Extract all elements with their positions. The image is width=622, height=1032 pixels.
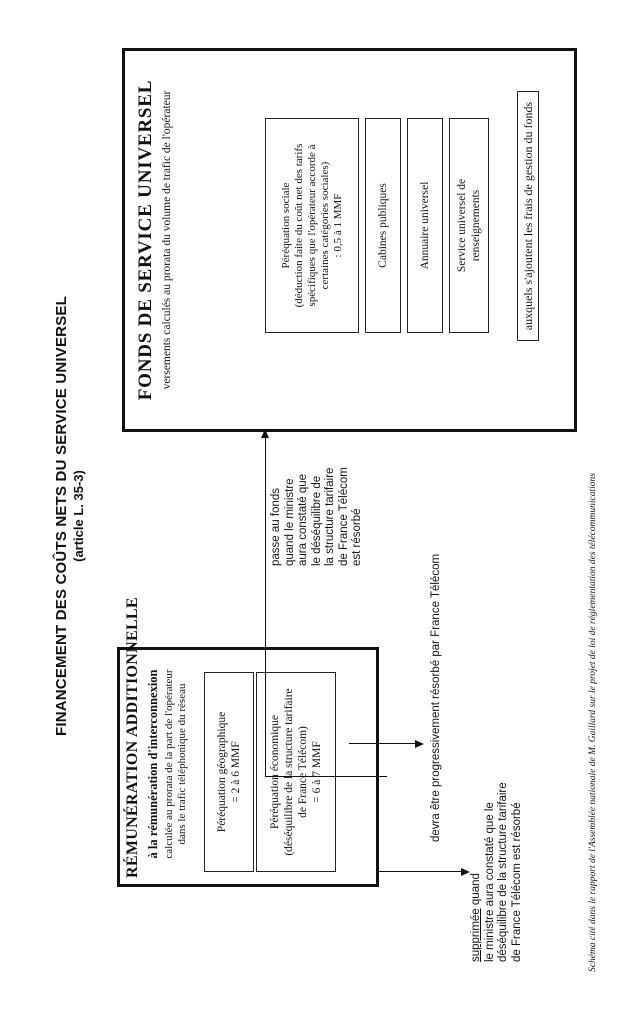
connector-vertical-geo — [265, 776, 387, 777]
connector-vertical-eco — [349, 743, 419, 744]
annotation-supprimee: supprimée quand le ministre aura constat… — [470, 762, 524, 962]
remuneration-subtitle: à la rémunération d'interconnexion — [146, 650, 161, 878]
subtitle-bold: rémunération d'interconnexion — [146, 669, 160, 837]
footer-caption: Schéma cité dans le rapport de l'Assembl… — [588, 473, 598, 972]
frais-gestion-box: auxquels s'ajoutent les frais de gestion… — [517, 91, 539, 341]
fonds-title: FONDS DE SERVICE UNIVERSEL — [135, 79, 156, 401]
subtitle-prefix: à la — [146, 836, 160, 859]
fonds-item-perequation-sociale: Péréquation sociale (déduction faite du … — [265, 118, 359, 333]
remuneration-box: RÉMUNÉRATION ADDITIONNELLE à la rémunéra… — [117, 597, 379, 887]
fonds-item-cabines-publiques: Cabines publiques — [365, 118, 401, 333]
fonds-service-universel-box: FONDS DE SERVICE UNIVERSEL versements ca… — [122, 48, 577, 432]
remuneration-title: RÉMUNÉRATION ADDITIONNELLE — [124, 597, 141, 878]
page-subtitle: (article L. 35-3) — [71, 470, 86, 562]
fonds-description: versements calculés au prorata du volume… — [161, 90, 173, 390]
perequation-economique-box: Péréquation économique (déséquilibre de … — [256, 672, 336, 872]
connector-horizontal-to-fonds — [265, 430, 266, 777]
supprimee-word: supprimée — [470, 908, 482, 962]
remuneration-description: calculée au prorata de la part de l'opér… — [163, 669, 188, 859]
arrow-head-down-eco — [415, 740, 424, 748]
arrow-head-down-supprimee — [461, 868, 470, 876]
connector-vertical-supprimee — [379, 871, 464, 872]
perequation-geographique-box: Péréquation géographique = 2 à 6 MMF — [204, 672, 254, 872]
annotation-devra-etre-resorbe: devra être progressivement résorbé par F… — [430, 553, 442, 842]
annotation-passe-au-fonds: passe au fonds quand le ministre aura co… — [270, 467, 363, 566]
page-title: FINANCEMENT DES COÛTS NETS DU SERVICE UN… — [53, 296, 70, 737]
arrow-head-to-fonds — [261, 429, 269, 438]
fonds-item-service-renseignements: Service universel de renseignements — [449, 118, 489, 333]
fonds-item-annuaire-universel: Annuaire universel — [407, 118, 443, 333]
